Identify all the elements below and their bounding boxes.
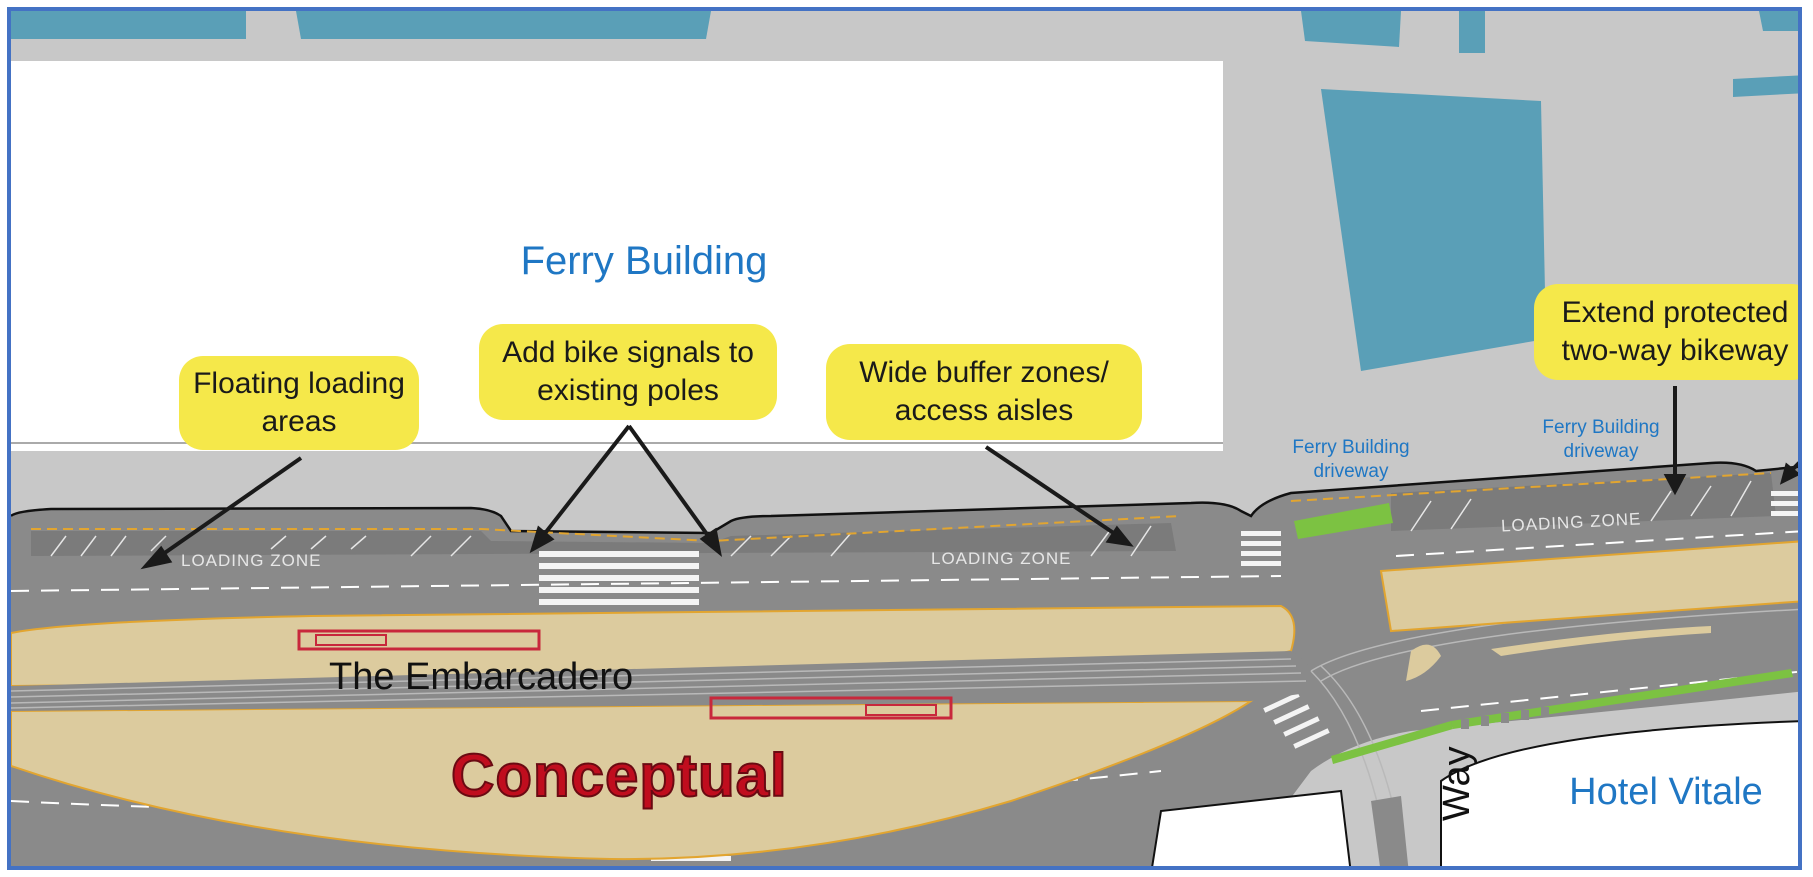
way-street-label: Way — [1436, 746, 1478, 821]
water-area — [11, 11, 246, 39]
water-area — [1321, 89, 1546, 371]
water-area — [296, 11, 711, 39]
loading-strip — [1391, 473, 1776, 531]
hatch-marks — [50, 480, 1752, 557]
transit-platform — [709, 696, 953, 720]
crosswalk — [539, 491, 1798, 861]
traffic-island — [1406, 644, 1441, 681]
callout-wide-buffer-zones: Wide buffer zones/ access aisles — [826, 344, 1142, 440]
ferry-building-driveway-label: Ferry Building driveway — [1292, 437, 1410, 482]
callout-add-bike-signals: Add bike signals to existing poles — [479, 324, 777, 420]
loading-zone-label: LOADING ZONE — [931, 549, 1072, 568]
water-area — [1733, 75, 1798, 97]
rail-tracks — [11, 595, 1798, 866]
water-area — [1459, 11, 1485, 53]
bikeway-green — [1331, 721, 1453, 764]
transit-platform — [865, 704, 937, 716]
hotel-vitale-footprint — [1440, 720, 1798, 866]
callout-arrows — [140, 386, 1798, 570]
street-map — [11, 11, 1798, 866]
map-frame: Ferry Building Hotel Vitale Ferry Buildi… — [7, 7, 1802, 870]
bikeway-edge — [1290, 472, 1772, 502]
embarcadero-street-label: The Embarcadero — [329, 656, 634, 698]
callout-floating-loading-areas: Floating loading areas — [179, 356, 419, 450]
ferry-building-label: Ferry Building — [520, 239, 768, 283]
hotel-vitale-label: Hotel Vitale — [1569, 771, 1763, 813]
traffic-island — [1491, 626, 1711, 656]
bikeway-dashes — [1461, 707, 1549, 729]
water-area — [1301, 11, 1401, 47]
building-block — [1151, 789, 1352, 866]
loading-strip — [31, 523, 1176, 556]
callout-extend-two-way-bikeway: Extend protected two-way bikeway — [1534, 284, 1798, 380]
water-area — [1759, 11, 1798, 31]
ferry-building-driveway-label: Ferry Building driveway — [1542, 417, 1660, 462]
bikeway-green — [1294, 503, 1393, 539]
loading-zone-label: LOADING ZONE — [181, 551, 322, 570]
median — [1379, 540, 1798, 633]
side-street — [1371, 796, 1409, 866]
curb-line — [11, 461, 1798, 535]
transit-platform — [315, 634, 387, 646]
bikeway-green — [1451, 669, 1793, 729]
median — [11, 699, 1255, 861]
bikeway-edge — [31, 515, 1182, 543]
transit-platform — [297, 629, 541, 651]
conceptual-watermark: Conceptual — [450, 741, 788, 810]
